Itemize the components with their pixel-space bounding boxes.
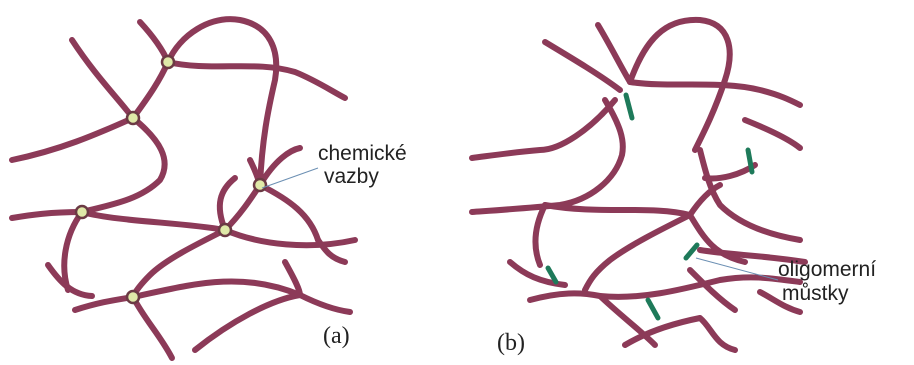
panel-a-label: (a)	[323, 323, 350, 349]
panel-a: chemické vazby (a)	[12, 19, 407, 358]
chain	[260, 185, 318, 240]
chain	[545, 205, 690, 215]
panel-a-chains	[12, 19, 355, 358]
chain	[48, 265, 92, 296]
crosslink-node	[127, 112, 139, 124]
oligomer-bridge	[686, 245, 697, 258]
panel-b-label: (b)	[497, 330, 525, 356]
chain	[168, 62, 345, 98]
chain	[133, 297, 172, 358]
chain	[133, 62, 168, 118]
chain	[168, 19, 276, 185]
crosslink-node	[219, 224, 231, 236]
chain	[600, 296, 655, 345]
annotation-label-chemical-bonds-line2: vazby	[324, 165, 379, 188]
chain	[195, 295, 300, 350]
chain	[625, 318, 735, 350]
chain	[530, 293, 600, 300]
crosslink-node	[127, 291, 139, 303]
chain	[133, 281, 350, 312]
chain	[535, 205, 545, 265]
chain	[598, 25, 630, 82]
chain	[260, 148, 300, 185]
chain	[12, 118, 133, 160]
chain	[745, 120, 800, 148]
chain	[585, 215, 690, 290]
chain	[705, 165, 755, 178]
chain	[225, 230, 355, 245]
panel-b: oligomerní můstky (b)	[472, 20, 876, 356]
panel-b-chains	[472, 20, 805, 350]
chain	[472, 100, 615, 158]
chain	[75, 297, 133, 310]
chain	[72, 40, 133, 118]
annotation-label-chemical-bonds-line1: chemické	[318, 142, 407, 165]
chain	[64, 212, 82, 290]
chain	[82, 212, 225, 230]
annotation-label-oligomer-bridges-line2: můstky	[782, 282, 849, 305]
oligomer-bridge	[626, 95, 632, 118]
crosslink-node	[76, 206, 88, 218]
chain	[12, 212, 82, 218]
crosslink-node	[162, 56, 174, 68]
chain	[225, 185, 260, 230]
crosslink-node	[254, 179, 266, 191]
oligomer-bridge	[648, 300, 658, 318]
annotation-label-oligomer-bridges-line1: oligomerní	[778, 258, 876, 281]
chain	[140, 22, 168, 62]
